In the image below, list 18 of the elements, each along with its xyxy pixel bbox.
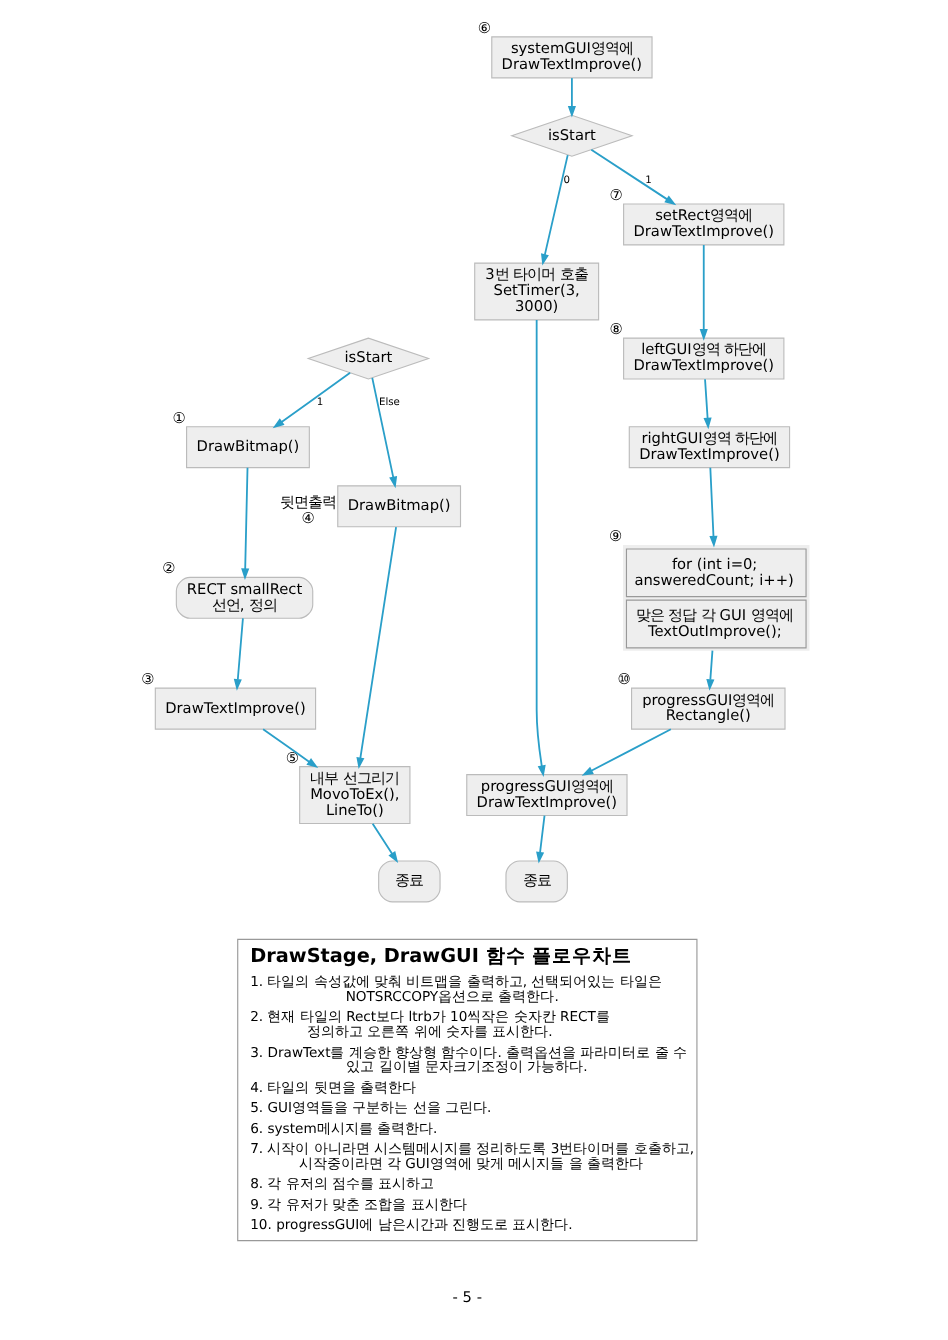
arrow xyxy=(702,378,711,430)
arrow xyxy=(708,466,717,548)
arrow xyxy=(261,728,318,769)
arrow xyxy=(355,526,396,770)
arrow xyxy=(534,319,545,777)
arrow xyxy=(370,376,397,489)
arrow xyxy=(580,728,671,776)
arrow xyxy=(535,814,545,864)
arrow xyxy=(566,77,575,118)
arrow xyxy=(271,371,351,429)
arrow xyxy=(589,148,676,206)
arrow xyxy=(240,466,249,581)
arrow xyxy=(705,649,714,691)
diagram-title: DrawStage, DrawGUI 함수 플로우차트 xyxy=(249,946,632,969)
arrow xyxy=(370,822,398,863)
arrow xyxy=(698,244,707,341)
arrow xyxy=(232,617,243,691)
arrow xyxy=(540,154,568,266)
